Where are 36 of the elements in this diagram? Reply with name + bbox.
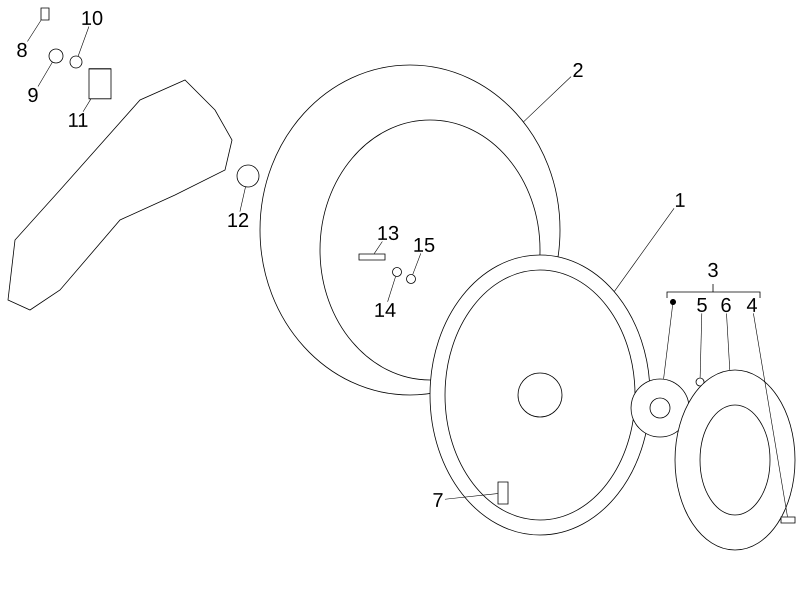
node-label: 3 (708, 262, 718, 278)
callout-number: 10 (82, 10, 102, 26)
brake-disc-drawing (674, 370, 796, 550)
leader-line (27, 20, 42, 42)
leader-line (240, 186, 246, 212)
callout-number: 12 (228, 213, 248, 227)
leader-line (444, 493, 498, 500)
leader-line (82, 98, 92, 112)
wheel-rim-drawing (430, 254, 650, 536)
leader-line (726, 313, 730, 370)
callout-number: 2 (573, 63, 583, 77)
callout-number: 11 (69, 113, 88, 127)
leader-line (700, 313, 702, 378)
callout-number: 1 (676, 193, 685, 207)
callout-number: 5 (697, 298, 707, 312)
leader-line (614, 208, 674, 292)
nut-drawing (48, 48, 64, 64)
bolt-drawing (780, 516, 796, 524)
clip-drawing (40, 8, 50, 20)
leader-line (753, 312, 788, 517)
leader-line (412, 253, 422, 275)
hub-drawing (630, 378, 690, 438)
spacer-drawing (88, 68, 112, 100)
leader-line (374, 241, 383, 254)
leader-line (78, 26, 90, 56)
callout-number: 4 (746, 298, 757, 312)
nut-drawing (70, 56, 82, 68)
leader-line (663, 302, 674, 380)
callout-number: 8 (17, 42, 27, 58)
leader-line (387, 276, 396, 302)
bush-drawing (236, 164, 260, 188)
callout-number: 9 (28, 88, 38, 102)
leader-line (38, 62, 53, 87)
callout-number: 6 (721, 298, 731, 312)
callout-number: 7 (433, 493, 443, 507)
leader-line (523, 76, 572, 122)
